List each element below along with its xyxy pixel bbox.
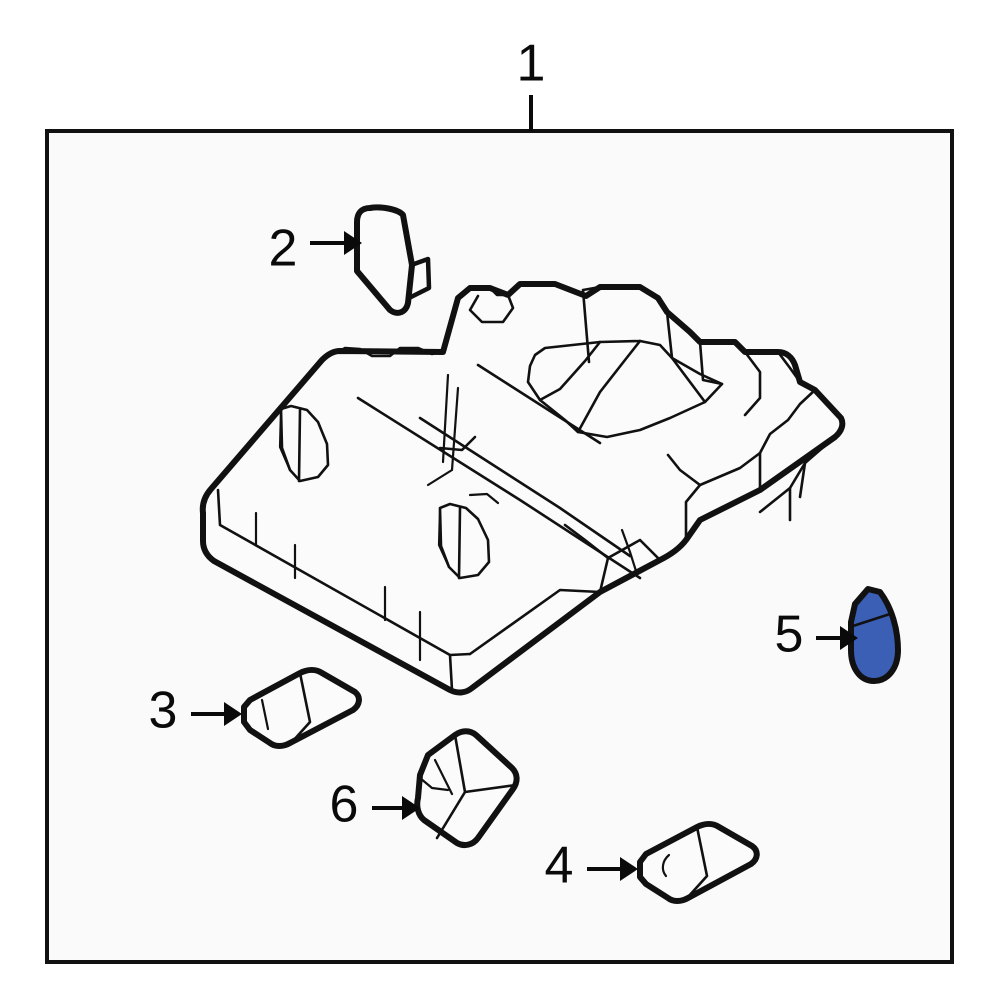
part-2-group[interactable] (354, 204, 432, 316)
callout-4[interactable]: 4 (545, 837, 638, 895)
part-3-divider (290, 671, 312, 744)
callout-2-label: 2 (269, 220, 298, 278)
console-front-bevel (216, 488, 472, 657)
part-6-detail-a (433, 758, 454, 796)
console-right-plate-ticks (788, 461, 807, 522)
callout-1[interactable]: 1 (517, 35, 546, 131)
part-6-block-body (414, 728, 520, 849)
console-right-step-c (758, 388, 817, 492)
console-ridge-line-a (418, 416, 632, 558)
console-cutout-right-rim (437, 506, 451, 569)
callout-4-label: 4 (545, 837, 574, 895)
console-front-right-face (598, 538, 662, 594)
console-pod-seam-a (581, 285, 602, 364)
console-cutout-left-rim (278, 407, 292, 472)
console-outer-silhouette (199, 281, 846, 696)
callout-5-label: 5 (775, 606, 804, 664)
console-center-groove-a (426, 386, 460, 487)
callout-5-arrow-icon (840, 626, 858, 650)
overhead-console-body[interactable] (199, 281, 846, 696)
console-cutout-left-divider (297, 408, 302, 483)
callout-1-label: 1 (517, 35, 546, 93)
part-6-group[interactable] (414, 728, 520, 849)
callout-2-arrow-icon (344, 231, 362, 255)
console-groove-end (438, 435, 477, 452)
console-pod-hex-detail (468, 293, 515, 324)
part-4-divider (686, 825, 709, 899)
part-3-edge-detail (260, 698, 270, 731)
callout-3-arrow-icon (224, 702, 242, 726)
callout-6-label: 6 (330, 776, 359, 834)
console-pod-notch (488, 286, 510, 297)
callout-5[interactable]: 5 (775, 606, 858, 664)
console-right-fold (666, 453, 702, 487)
part-4-arc-detail (661, 853, 671, 878)
console-cutout-right-tab (468, 492, 500, 505)
part-2-body (354, 204, 415, 316)
part-4-lens-body (637, 821, 760, 904)
part-6-detail-b (418, 776, 450, 792)
callout-6[interactable]: 6 (330, 776, 420, 834)
part-4-group[interactable] (637, 821, 760, 904)
console-right-step-a (743, 350, 762, 417)
part-3-lens-body (241, 667, 362, 749)
part-6-face-line (463, 783, 518, 794)
console-left-top-edge (338, 346, 445, 358)
part-5-bulb-highlight (848, 586, 901, 684)
console-cutout-right-divider (457, 506, 462, 580)
console-tray-recess (526, 339, 724, 439)
console-pod-seam-b (665, 310, 707, 404)
part-5-group[interactable] (848, 586, 901, 684)
console-right-step-b (776, 350, 802, 384)
console-tray-inner-a (538, 340, 602, 402)
part-5-seam (851, 611, 895, 628)
callout-4-arrow-icon (620, 857, 638, 881)
console-ridge-line-c (476, 363, 602, 445)
console-front-right-fold (563, 523, 610, 560)
console-front-curve (620, 528, 638, 573)
part-3-group[interactable] (241, 667, 362, 749)
callout-6-arrow-icon (402, 796, 420, 820)
callout-3-label: 3 (149, 682, 178, 740)
callout-2[interactable]: 2 (269, 220, 362, 278)
console-front-bevel-end (448, 653, 454, 692)
part-2-crease (401, 214, 413, 268)
callout-3[interactable]: 3 (149, 682, 242, 740)
console-shoulder-step (698, 340, 724, 386)
console-pod-edge-a (456, 286, 472, 300)
console-right-plate-edge (758, 435, 837, 514)
console-tray-inner-b (576, 339, 642, 434)
console-front-lower-edge (468, 588, 602, 656)
